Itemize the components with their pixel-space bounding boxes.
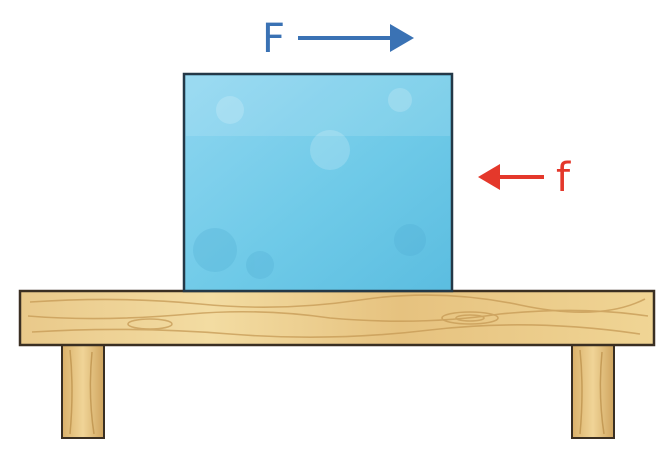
friction-force-arrow-head (478, 164, 500, 190)
table-leg-left (61, 343, 105, 439)
table-top (18, 289, 656, 347)
applied-force-label: F (262, 16, 285, 62)
applied-force-arrow-head (390, 24, 414, 52)
friction-force-label: f (556, 155, 571, 201)
table-leg-right (571, 343, 615, 439)
block (182, 72, 454, 293)
friction-force: f (478, 155, 571, 201)
applied-force: F (262, 16, 414, 62)
